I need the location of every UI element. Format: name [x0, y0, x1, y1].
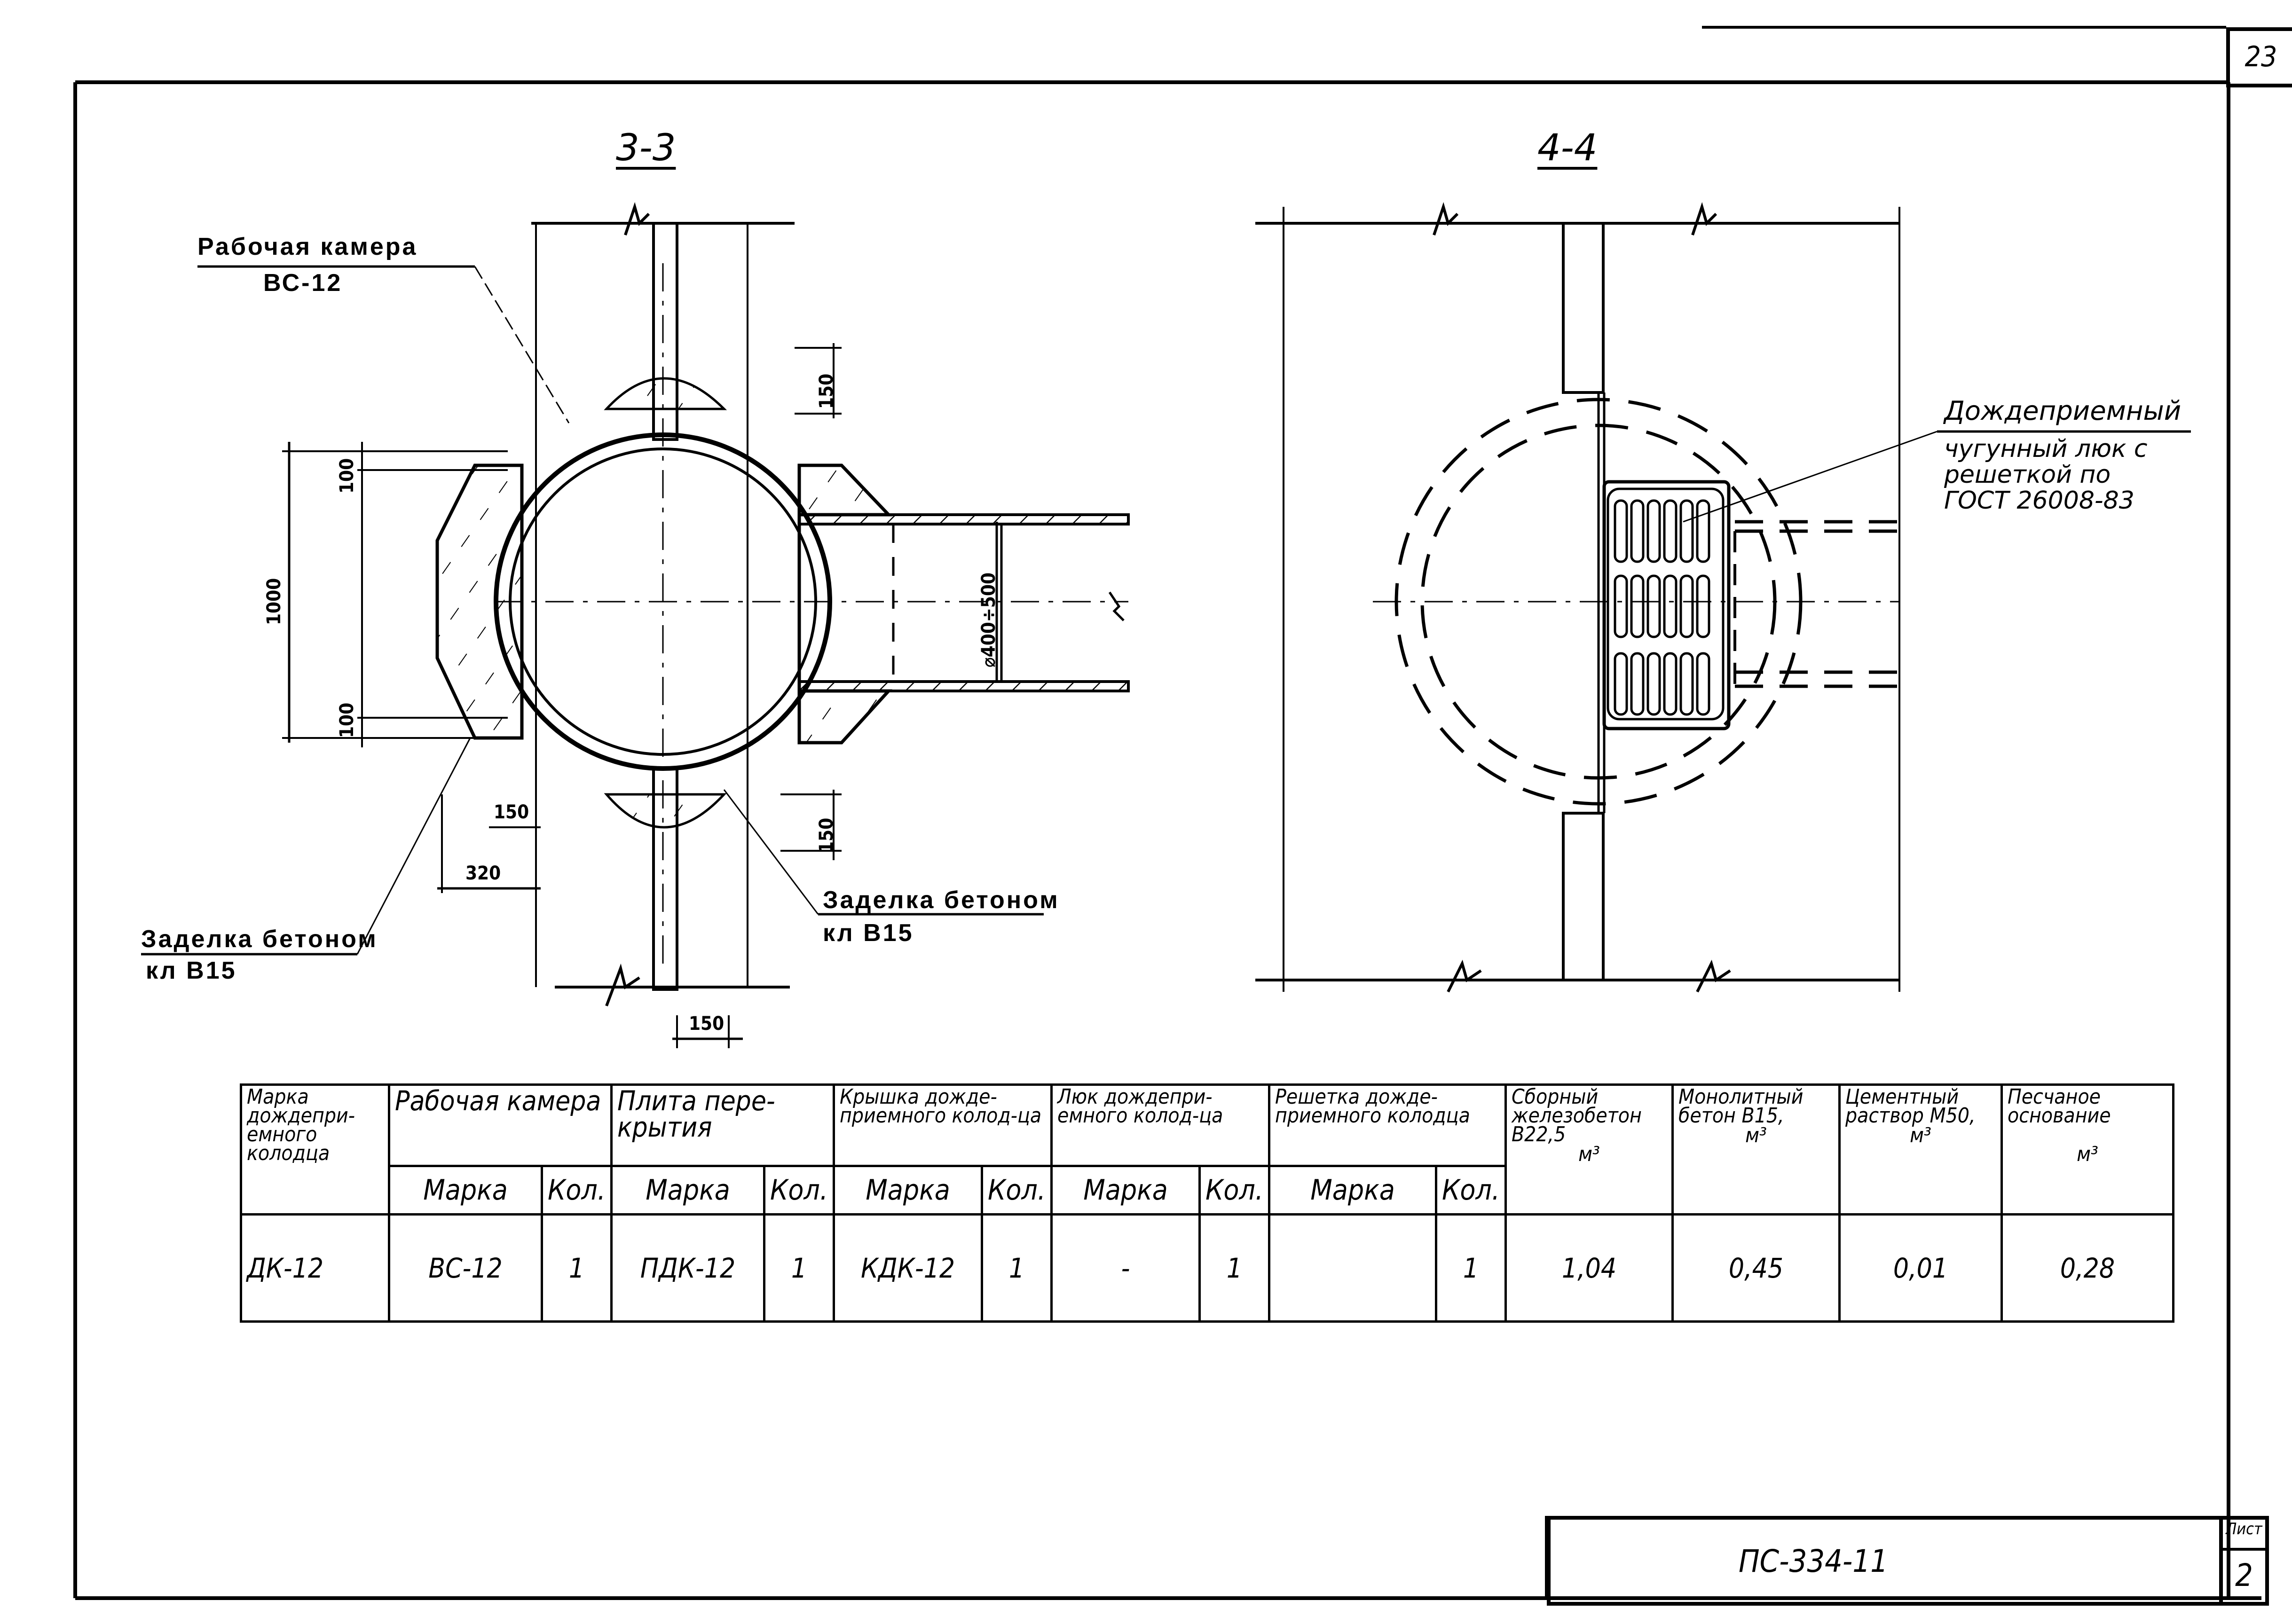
subheader-grate-mark: Марка [1268, 1165, 1437, 1216]
table-header-row: Марка дождепри-емного колодца Рабочая ка… [240, 1083, 2174, 1216]
section-4-4-drawing [1255, 202, 2191, 993]
cell-precast-concrete: 1,04 [1504, 1213, 1674, 1323]
subheader-hatch-mark: Марка [1050, 1165, 1201, 1216]
cell-chamber-mark: ВС-12 [388, 1213, 543, 1323]
cell-chamber-qty: 1 [541, 1213, 613, 1323]
header-monolithic-concrete: Монолитный бетон В15, м³ [1671, 1083, 1841, 1216]
sheet-label: Лист [2223, 1520, 2265, 1551]
cell-cover-qty: 1 [981, 1213, 1053, 1323]
page-number: 23 [2226, 27, 2292, 87]
dim-upper-gap: 150 [816, 373, 837, 409]
dim-pipe-diameter: ⌀400÷500 [978, 572, 1000, 667]
header-monolithic-concrete-unit: м³ [1745, 1123, 1767, 1147]
subheader-chamber-mark: Марка [388, 1165, 543, 1216]
callout-seal-right-class: кл В15 [823, 919, 914, 947]
cell-sand-base: 0,28 [2001, 1213, 2174, 1323]
subheader-cover-qty: Кол. [981, 1165, 1053, 1216]
cell-slab-qty: 1 [763, 1213, 835, 1323]
header-sand-base-unit: м³ [2077, 1142, 2098, 1166]
cell-well-mark: ДК-12 [240, 1213, 390, 1323]
callout-grate-line3: решеткой по [1944, 461, 2111, 489]
section-title-4-4: 4-4 [1537, 127, 1598, 169]
callout-working-chamber-label: Рабочая камера [197, 233, 418, 260]
cell-cement-mortar: 0,01 [1838, 1213, 2003, 1323]
header-grate: Решетка дожде-приемного колодца [1268, 1083, 1507, 1167]
section-3-3-drawing [141, 202, 1130, 1048]
callout-working-chamber: Рабочая камера [197, 233, 417, 261]
dim-lower-gap: 150 [816, 817, 837, 853]
dim-top-offset: 100 [336, 458, 358, 494]
title-block: ПС-334-11 [1547, 1516, 2223, 1606]
subheader-hatch-qty: Кол. [1198, 1165, 1270, 1216]
header-sand-base-label: Песчаное основание [2008, 1085, 2111, 1128]
dim-overall-height: 1000 [263, 578, 285, 625]
table-subheader-row: Марка Кол. Марка Кол. Марка Кол. Марка К… [241, 1165, 2174, 1216]
table-row: ДК-12 ВС-12 1 ПДК-12 1 КДК-12 1 - 1 1 1,… [240, 1213, 2174, 1323]
cell-grate-qty: 1 [1435, 1213, 1507, 1323]
subheader-grate-qty: Кол. [1435, 1165, 1507, 1216]
callout-grate-line2: чугунный люк с [1944, 435, 2148, 463]
callout-seal-left-class: кл В15 [146, 957, 237, 984]
header-monolithic-concrete-label: Монолитный бетон В15, [1678, 1085, 1804, 1128]
header-cement-mortar-label: Цементный раствор М50, [1845, 1085, 1976, 1128]
callout-grate-title: Дождеприемный [1944, 396, 2182, 426]
header-well-mark: Марка дождепри-емного колодца [240, 1083, 390, 1216]
dim-bottom-width: 150 [689, 1013, 725, 1035]
specification-table: Марка дождепри-емного колодца Рабочая ка… [240, 1083, 2174, 1323]
grate-slots [1614, 499, 1710, 716]
section-title-3-3: 3-3 [616, 127, 676, 169]
cell-hatch-mark: - [1050, 1213, 1201, 1323]
header-sand-base: Песчаное основание м³ [2001, 1083, 2174, 1216]
header-hatch: Люк дождепри-емного колод-ца [1050, 1083, 1270, 1167]
document-code: ПС-334-11 [1739, 1543, 1888, 1579]
dim-width-150: 150 [494, 801, 529, 823]
subheader-cover-mark: Марка [833, 1165, 983, 1216]
cell-hatch-qty: 1 [1198, 1213, 1270, 1323]
header-working-chamber: Рабочая камера [388, 1083, 613, 1167]
sheet-number: 2 [2235, 1557, 2253, 1593]
subheader-slab-qty: Кол. [763, 1165, 835, 1216]
header-precast-concrete-label: Сборный железобетон В22,5 [1512, 1085, 1642, 1146]
cell-grate-mark [1268, 1213, 1437, 1323]
header-cement-mortar: Цементный раствор М50, м³ [1838, 1083, 2003, 1216]
header-cover: Крышка дожде-приемного колод-ца [833, 1083, 1053, 1167]
subheader-slab-mark: Марка [610, 1165, 765, 1216]
callout-seal-left: Заделка бетоном [141, 926, 378, 953]
header-cement-mortar-unit: м³ [1910, 1123, 1931, 1147]
cell-cover-mark: КДК-12 [833, 1213, 983, 1323]
dim-width-320: 320 [465, 863, 501, 884]
header-precast-concrete: Сборный железобетон В22,5 м³ [1504, 1083, 1674, 1216]
callout-seal-right: Заделка бетоном [823, 887, 1060, 914]
subheader-chamber-qty: Кол. [541, 1165, 613, 1216]
sheet-frame [73, 26, 2261, 1600]
cell-monolithic-concrete: 0,45 [1671, 1213, 1841, 1323]
dim-bottom-offset: 100 [336, 702, 358, 738]
header-slab: Плита пере-крытия [610, 1083, 835, 1167]
sheet-number-box: Лист 2 [2219, 1516, 2269, 1606]
callout-grate-gost: ГОСТ 26008-83 [1944, 486, 2134, 515]
cell-slab-mark: ПДК-12 [610, 1213, 765, 1323]
header-precast-concrete-unit: м³ [1578, 1142, 1600, 1166]
callout-working-chamber-mark: ВС-12 [263, 269, 343, 297]
